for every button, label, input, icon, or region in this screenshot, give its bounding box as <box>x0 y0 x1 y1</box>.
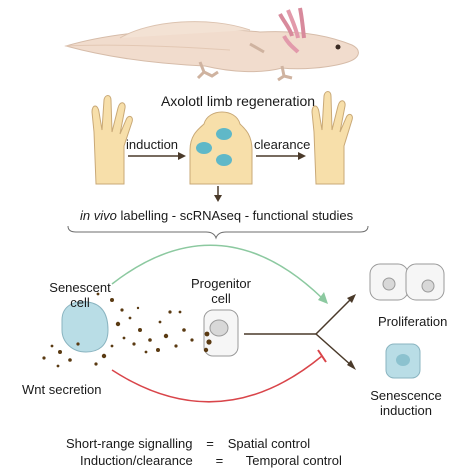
red-inhibition-arrow <box>111 349 327 403</box>
induced-senescent-cell <box>385 343 421 379</box>
wnt-dot <box>128 316 132 320</box>
senescent-cell-shape <box>61 301 109 353</box>
senescent-line-1: Senescent <box>49 280 111 295</box>
studies-label: in vivo labelling - scRNAseq - functiona… <box>80 208 353 223</box>
wnt-dot <box>58 350 62 354</box>
legend-2-right: Temporal control <box>245 453 342 468</box>
green-activation-arrow <box>111 244 328 304</box>
wnt-dot <box>136 306 140 310</box>
induction-arrow <box>128 152 186 160</box>
wnt-dot <box>138 328 142 332</box>
progenitor-cell-label: Progenitor cell <box>176 276 266 306</box>
wnt-dot <box>122 336 126 340</box>
wnt-dot <box>144 350 148 354</box>
legend-row-2: Induction/clearance = Temporal control <box>80 453 342 468</box>
clearance-label: clearance <box>254 137 311 152</box>
wnt-secretion-label: Wnt secretion <box>22 382 102 397</box>
blastema-senescent-cells <box>196 128 232 166</box>
wnt-dot <box>115 321 121 327</box>
progenitor-line-2: cell <box>211 291 231 306</box>
wnt-dot <box>96 292 100 296</box>
legend-1-right: Spatial control <box>227 436 311 451</box>
wnt-dot <box>132 342 136 346</box>
bracket <box>67 225 369 240</box>
wnt-dot <box>174 344 178 348</box>
wnt-dot <box>120 308 124 312</box>
senescence-line-1: Senescence <box>370 388 442 403</box>
wnt-dot <box>178 310 182 314</box>
clearance-arrow <box>256 152 306 160</box>
induction-label: induction <box>126 137 179 152</box>
wnt-dot <box>42 356 46 360</box>
axolotl-illustration <box>64 7 359 82</box>
wnt-dot <box>94 362 98 366</box>
down-arrow <box>214 186 222 202</box>
wnt-dot <box>110 344 114 348</box>
wnt-dot <box>50 344 54 348</box>
legend-2-left: Induction/clearance <box>80 453 193 468</box>
proliferation-label: Proliferation <box>378 314 448 329</box>
wnt-dot <box>182 328 186 332</box>
wnt-dot <box>148 338 152 342</box>
wnt-dot <box>163 333 169 339</box>
legend-row-1: Short-range signalling = Spatial control <box>66 436 310 451</box>
wnt-dot <box>110 298 114 302</box>
limb-blastema <box>189 111 253 185</box>
progenitor-cell-shape <box>203 309 239 357</box>
wnt-dot <box>158 320 162 324</box>
senescence-line-2: induction <box>379 403 433 418</box>
limb-right <box>311 91 353 185</box>
wnt-dot <box>68 358 72 362</box>
senescence-induction-label: Senescence induction <box>364 388 448 418</box>
wnt-dot <box>168 310 172 314</box>
progenitor-line-1: Progenitor <box>191 276 251 291</box>
wnt-dot <box>156 348 160 352</box>
figure-title: Axolotl limb regeneration <box>160 93 316 109</box>
proliferation-cells <box>369 263 445 301</box>
senescent-line-2: cell <box>70 295 90 310</box>
wnt-dot <box>56 364 60 368</box>
wnt-dot <box>101 353 107 359</box>
studies-rest: labelling - scRNAseq - functional studie… <box>116 208 354 223</box>
legend-1-eq: = <box>206 436 214 451</box>
studies-italic: in vivo <box>80 208 117 223</box>
legend-1-left: Short-range signalling <box>66 436 193 451</box>
wnt-secretion-dots <box>42 292 194 368</box>
limb-left <box>91 95 133 185</box>
wnt-dot <box>76 342 80 346</box>
legend-2-eq: = <box>215 453 224 468</box>
fate-split-arrow <box>244 294 356 370</box>
wnt-dot <box>190 338 194 342</box>
senescent-cell-label: Senescent cell <box>42 280 118 310</box>
